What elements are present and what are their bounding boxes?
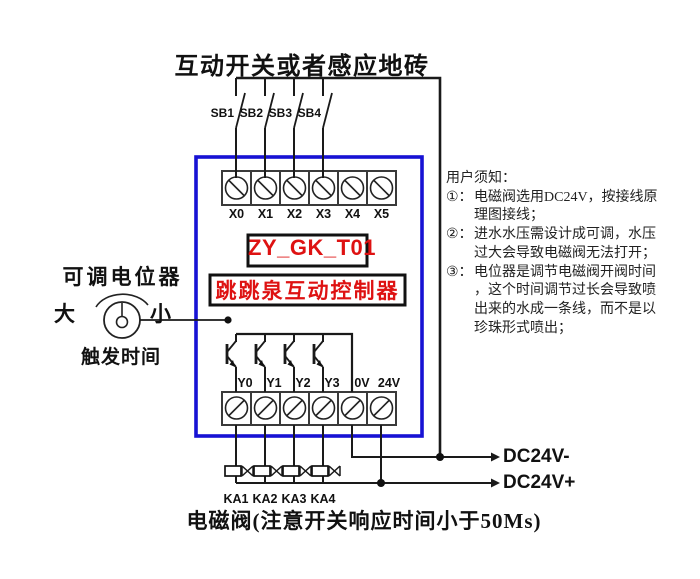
switch-label-sb2: SB2 — [239, 106, 263, 120]
user-notes: 用户须知： ①： 电磁阀选用DC24V，按接线原 理图接线； ②： 进水水压需设… — [446, 170, 666, 338]
note-marker: ③： — [446, 264, 473, 280]
model-label-box — [246, 233, 369, 268]
terminal-label-0v: 0V — [354, 376, 370, 390]
transistor-y0 — [225, 334, 237, 392]
potentiometer-min-label: 小 — [150, 302, 171, 326]
output-terminal-strip — [221, 391, 397, 426]
arrow-right-icon — [491, 478, 500, 488]
terminal-label-y0: Y0 — [237, 376, 253, 390]
terminal-label-x3: X3 — [315, 207, 332, 221]
potentiometer-wire — [140, 316, 232, 324]
dc24v-minus-label: DC24V- — [503, 446, 570, 467]
potentiometer-title: 可调电位器 — [62, 265, 183, 289]
note-item-1: ①： 电磁阀选用DC24V，按接线原 理图接线； — [446, 189, 666, 226]
terminal-label-x0: X0 — [228, 207, 245, 221]
junction-dot — [436, 453, 444, 461]
note-item-2: ②： 进水水压需设计成可调，水压 过大会导致电磁阀无法打开； — [446, 226, 666, 263]
valve-icon — [299, 465, 312, 477]
output-common-wire — [236, 332, 354, 392]
valve-icon — [328, 465, 341, 477]
terminal-label-y1: Y1 — [266, 376, 282, 390]
relay-label-ka2: KA2 — [252, 492, 278, 506]
potentiometer-symbol — [95, 293, 149, 339]
terminal-label-y2: Y2 — [295, 376, 311, 390]
junction-dot — [377, 479, 385, 487]
terminal-label-y3: Y3 — [324, 376, 340, 390]
note-marker: ①： — [446, 189, 473, 205]
controller-model: ZY_GK_T01 — [248, 235, 376, 260]
switch-sb1 — [235, 78, 246, 178]
screw-terminal-icons — [224, 396, 394, 420]
switch-label-sb3: SB3 — [268, 106, 292, 120]
dc24v-plus-label: DC24V+ — [503, 472, 576, 493]
valve-icon — [241, 465, 254, 477]
diagram-title: 互动开关或者感应地砖 — [174, 54, 430, 80]
valve-ka1 — [224, 425, 254, 483]
terminal-label-x1: X1 — [257, 207, 274, 221]
switch-sb3 — [293, 78, 304, 178]
controller-name: 跳跳泉互动控制器 — [215, 279, 400, 303]
note-marker: ②： — [446, 227, 473, 243]
switch-bus-wire — [236, 76, 442, 457]
terminal-label-24v: 24V — [377, 376, 401, 390]
dc24v-minus-wire — [351, 425, 500, 462]
relay-label-ka4: KA4 — [310, 492, 336, 506]
transistor-y1 — [254, 334, 266, 392]
note-item-3: ③： 电位器是调节电磁阀开阀时间 ，这个时间调节过长会导致喷 出来的水成一条线，… — [446, 264, 666, 339]
valve-ka3 — [282, 425, 312, 483]
diagram-caption: 电磁阀(注意开关响应时间小于50Ms) — [186, 509, 542, 533]
arrow-right-icon — [491, 452, 500, 462]
user-notes-heading: 用户须知： — [446, 171, 516, 186]
terminal-label-x2: X2 — [286, 207, 303, 221]
terminal-label-x4: X4 — [344, 207, 361, 221]
switch-sb4 — [322, 78, 333, 178]
name-label-box — [208, 273, 407, 307]
transistor-y2 — [283, 334, 295, 392]
valve-ka2 — [253, 425, 283, 483]
valve-icon — [270, 465, 283, 477]
transistor-y3 — [312, 334, 324, 392]
potentiometer-caption: 触发时间 — [80, 347, 161, 368]
terminal-label-x5: X5 — [373, 207, 390, 221]
relay-label-ka1: KA1 — [223, 492, 249, 506]
potentiometer-max-label: 大 — [54, 302, 75, 326]
controller-outline — [194, 155, 424, 438]
switch-label-sb4: SB4 — [297, 106, 321, 120]
input-terminal-strip — [221, 170, 397, 206]
dc24v-plus-wire — [236, 425, 500, 488]
relay-label-ka3: KA3 — [281, 492, 307, 506]
valve-ka4 — [311, 425, 341, 483]
switch-label-sb1: SB1 — [210, 106, 234, 120]
switch-sb2 — [264, 78, 275, 178]
junction-dot — [224, 316, 232, 324]
